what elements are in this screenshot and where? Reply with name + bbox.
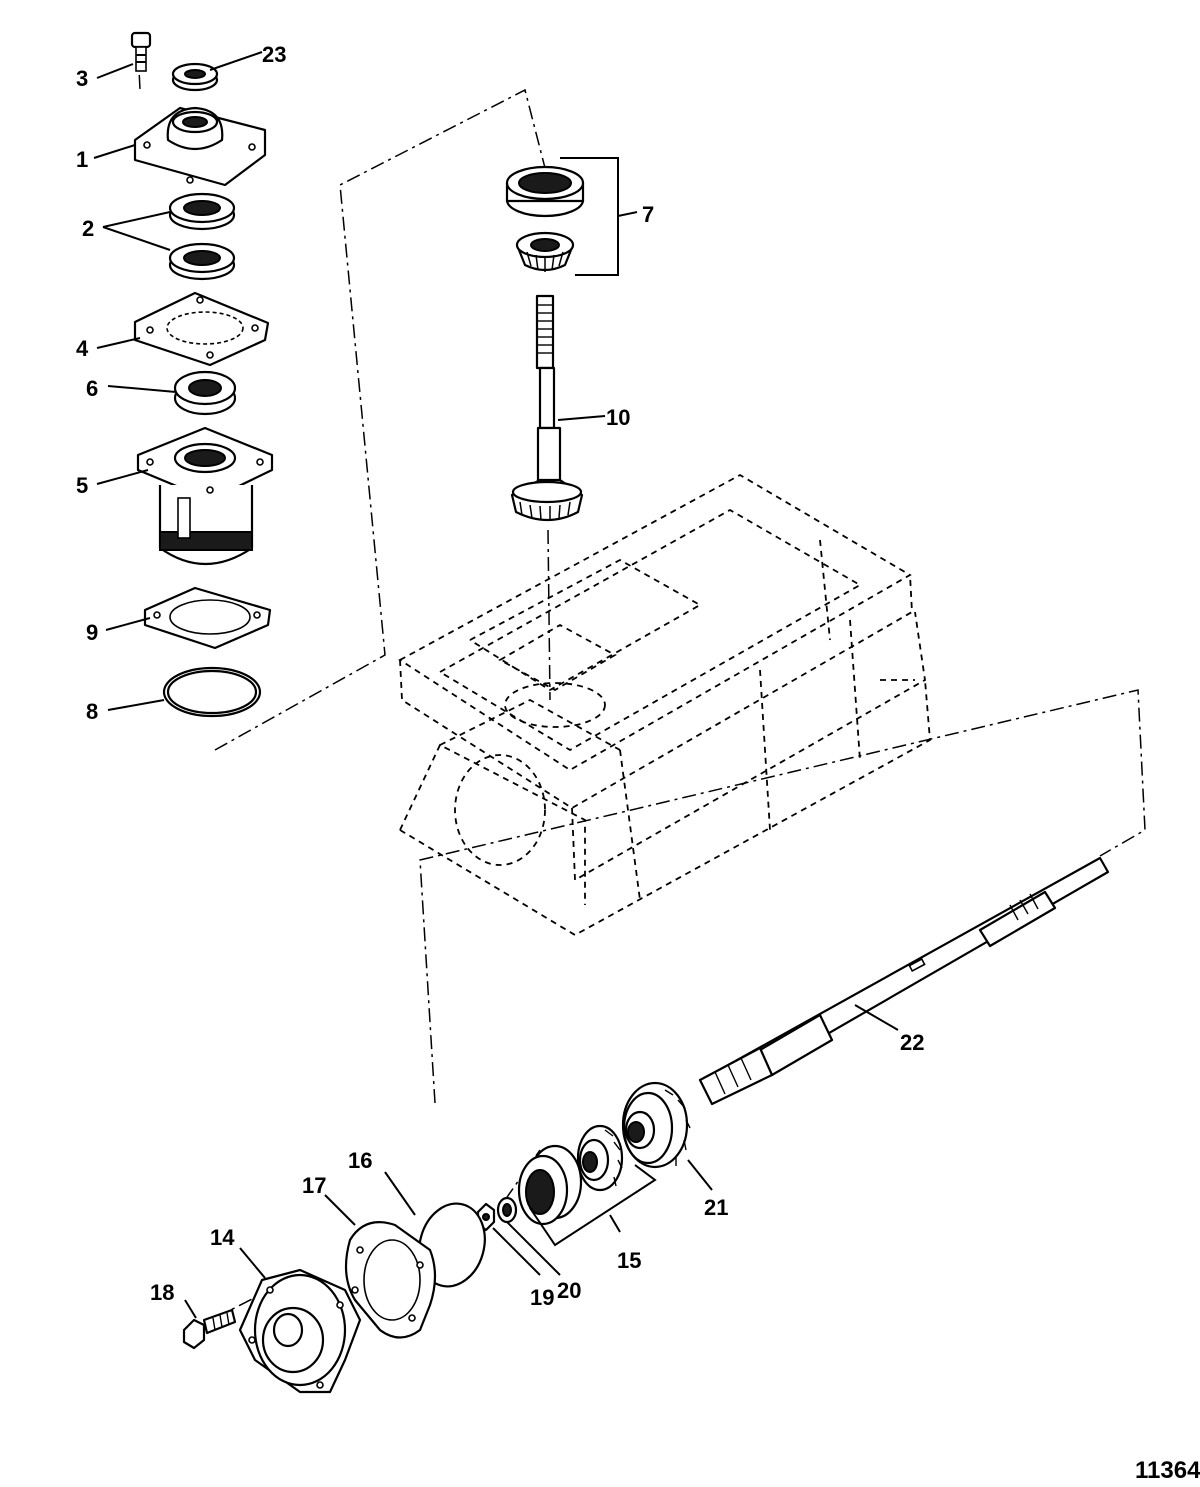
washer-part-20: [496, 1196, 518, 1224]
callout-19: 19: [530, 1285, 554, 1310]
propeller-shaft-part-22: [698, 856, 1110, 1106]
gasket-part-17: [344, 1221, 437, 1339]
callout-15: 15: [617, 1248, 641, 1273]
leader-lines: [93, 51, 899, 1319]
callout-6: 6: [86, 376, 98, 401]
callout-5: 5: [76, 473, 88, 498]
gasket-part-9: [143, 586, 272, 650]
callout-23: 23: [262, 42, 286, 67]
figure-number: 11364: [1135, 1457, 1200, 1484]
forward-gear-part-21: [621, 1081, 691, 1169]
callout-9: 9: [86, 620, 98, 645]
reverse-gear-part-15: [576, 1124, 624, 1192]
callout-21: 21: [704, 1195, 728, 1220]
bearing-part-6: [173, 370, 237, 416]
seal-part-23: [171, 62, 219, 92]
driveshaft-part-10: [510, 294, 584, 522]
gasket-part-4: [133, 291, 270, 367]
callout-8: 8: [86, 699, 98, 724]
callout-3: 3: [76, 66, 88, 91]
tapered-bearing-part-7: [505, 165, 585, 272]
bolt-part-18: [182, 1308, 237, 1350]
callout-18: 18: [150, 1280, 174, 1305]
o-ring-part-16: [418, 1202, 486, 1288]
seals-part-2: [168, 192, 236, 281]
cover-plate-part-1: [133, 106, 267, 187]
callout-10: 10: [606, 405, 630, 430]
callout-14: 14: [210, 1225, 235, 1250]
callout-20: 20: [557, 1278, 581, 1303]
callout-22: 22: [900, 1030, 924, 1055]
bearing-carrier-part-5: [136, 426, 274, 565]
o-ring-part-8: [162, 666, 262, 718]
callout-labels: 3 23 1 2 4 6 5 9 8 7 10 22 21 15 16 17 1…: [76, 42, 924, 1310]
callout-7: 7: [642, 202, 654, 227]
screw-part-3: [130, 31, 152, 72]
callout-16: 16: [348, 1148, 372, 1173]
callout-17: 17: [302, 1173, 326, 1198]
callout-1: 1: [76, 147, 88, 172]
gear-housing-phantom: [398, 473, 931, 937]
bearing-cup-part-15: [517, 1144, 583, 1226]
callout-4: 4: [76, 336, 89, 361]
cover-part-14: [238, 1268, 362, 1394]
callout-2: 2: [82, 216, 94, 241]
